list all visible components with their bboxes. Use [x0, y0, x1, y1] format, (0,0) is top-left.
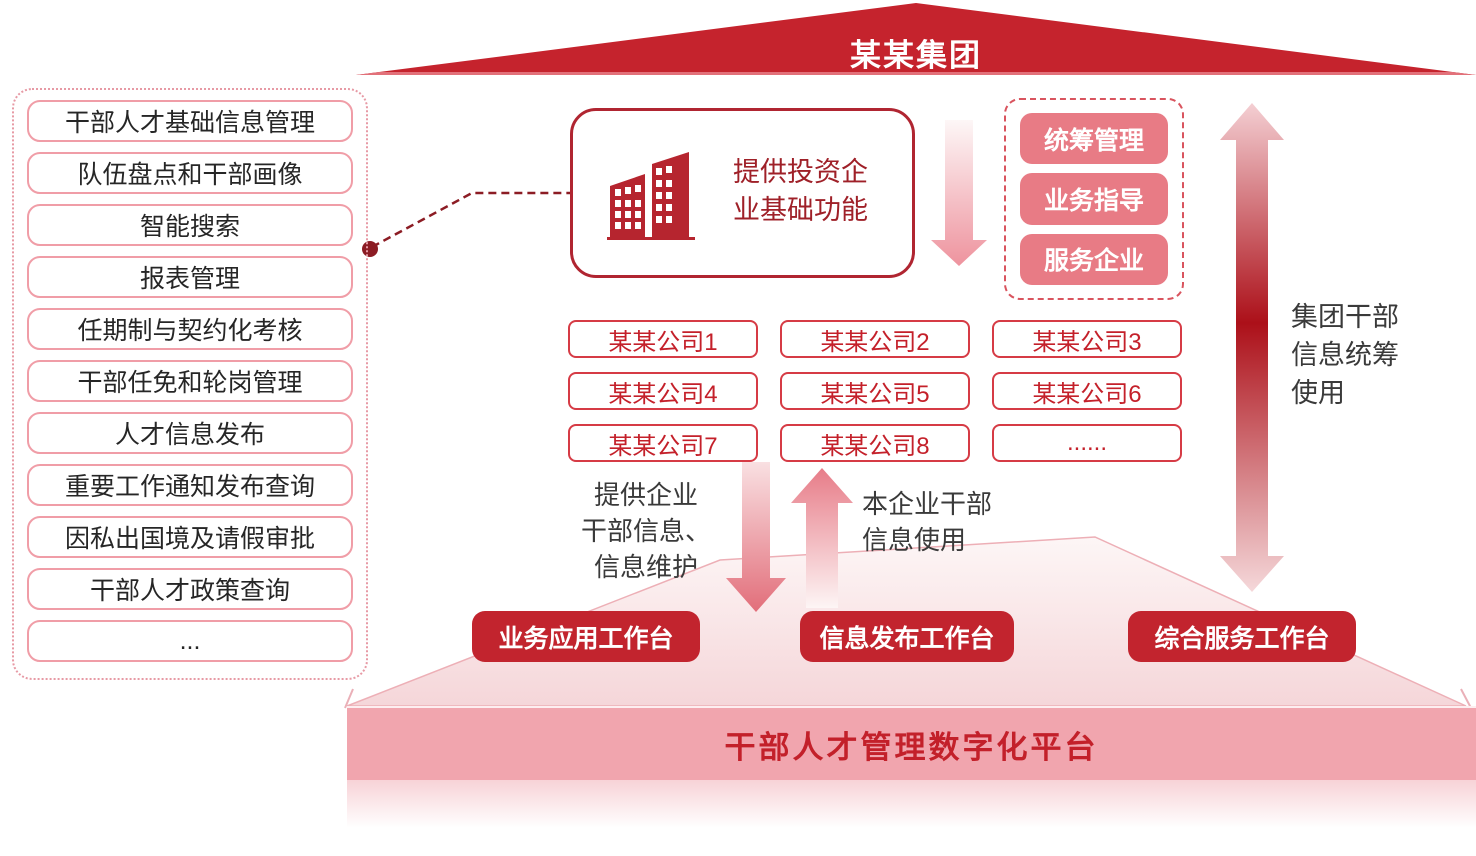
feature-item: 任期制与契约化考核: [27, 308, 353, 350]
feature-item: 因私出国境及请假审批: [27, 516, 353, 558]
company-box-ellipsis: ......: [992, 424, 1182, 462]
feature-item: 干部人才基础信息管理: [27, 100, 353, 142]
feature-item-ellipsis: ...: [27, 620, 353, 662]
feature-item: 人才信息发布: [27, 412, 353, 454]
feature-item: 智能搜索: [27, 204, 353, 246]
workbench-business: 业务应用工作台: [472, 611, 700, 662]
feature-item: 队伍盘点和干部画像: [27, 152, 353, 194]
investment-function-box: 提供投资企 业基础功能: [570, 108, 915, 278]
feature-item: 干部任免和轮岗管理: [27, 360, 353, 402]
platform-title: 干部人才管理数字化平台: [724, 729, 1099, 765]
group-role-item: 服务企业: [1020, 233, 1168, 285]
group-use-info-label: 集团干部 信息统筹 使用: [1291, 302, 1399, 408]
company-box: 某某公司4: [568, 372, 758, 410]
group-role-item: 统筹管理: [1020, 113, 1168, 165]
feature-list-panel: 干部人才基础信息管理 队伍盘点和干部画像 智能搜索 报表管理 任期制与契约化考核…: [12, 88, 368, 680]
company-box: 某某公司8: [780, 424, 970, 462]
company-box: 某某公司2: [780, 320, 970, 358]
company-box: 某某公司5: [780, 372, 970, 410]
connector-dashed-line: [371, 191, 570, 249]
company-box: 某某公司3: [992, 320, 1182, 358]
workbench-info-publish: 信息发布工作台: [800, 611, 1014, 662]
group-role-panel: 统筹管理 业务指导 服务企业: [1004, 98, 1184, 300]
feature-item: 干部人才政策查询: [27, 568, 353, 610]
flow-arrow-up-use: [791, 468, 853, 608]
company-box: 某某公司7: [568, 424, 758, 462]
flow-arrow-down-center: [931, 120, 987, 266]
platform-edge-flares: [344, 688, 1472, 709]
workbench-comprehensive: 综合服务工作台: [1128, 611, 1356, 662]
investment-function-label: 提供投资企 业基础功能: [733, 157, 868, 225]
roof-bottom-edge: [356, 72, 1476, 75]
group-title: 某某集团: [850, 37, 982, 73]
group-role-item: 业务指导: [1020, 173, 1168, 225]
flow-arrow-bidirectional-group: [1220, 103, 1284, 592]
platform-shadow-fade: [347, 780, 1476, 828]
feature-item: 重要工作通知发布查询: [27, 464, 353, 506]
platform-slab: 干部人才管理数字化平台: [347, 706, 1476, 780]
use-info-label: 本企业干部 信息使用: [862, 489, 993, 555]
provide-info-label: 提供企业 干部信息、 信息维护: [580, 480, 711, 582]
company-box: 某某公司1: [568, 320, 758, 358]
flow-arrow-down-provide: [726, 462, 786, 612]
company-box: 某某公司6: [992, 372, 1182, 410]
feature-item: 报表管理: [27, 256, 353, 298]
buildings-icon: [607, 152, 695, 240]
